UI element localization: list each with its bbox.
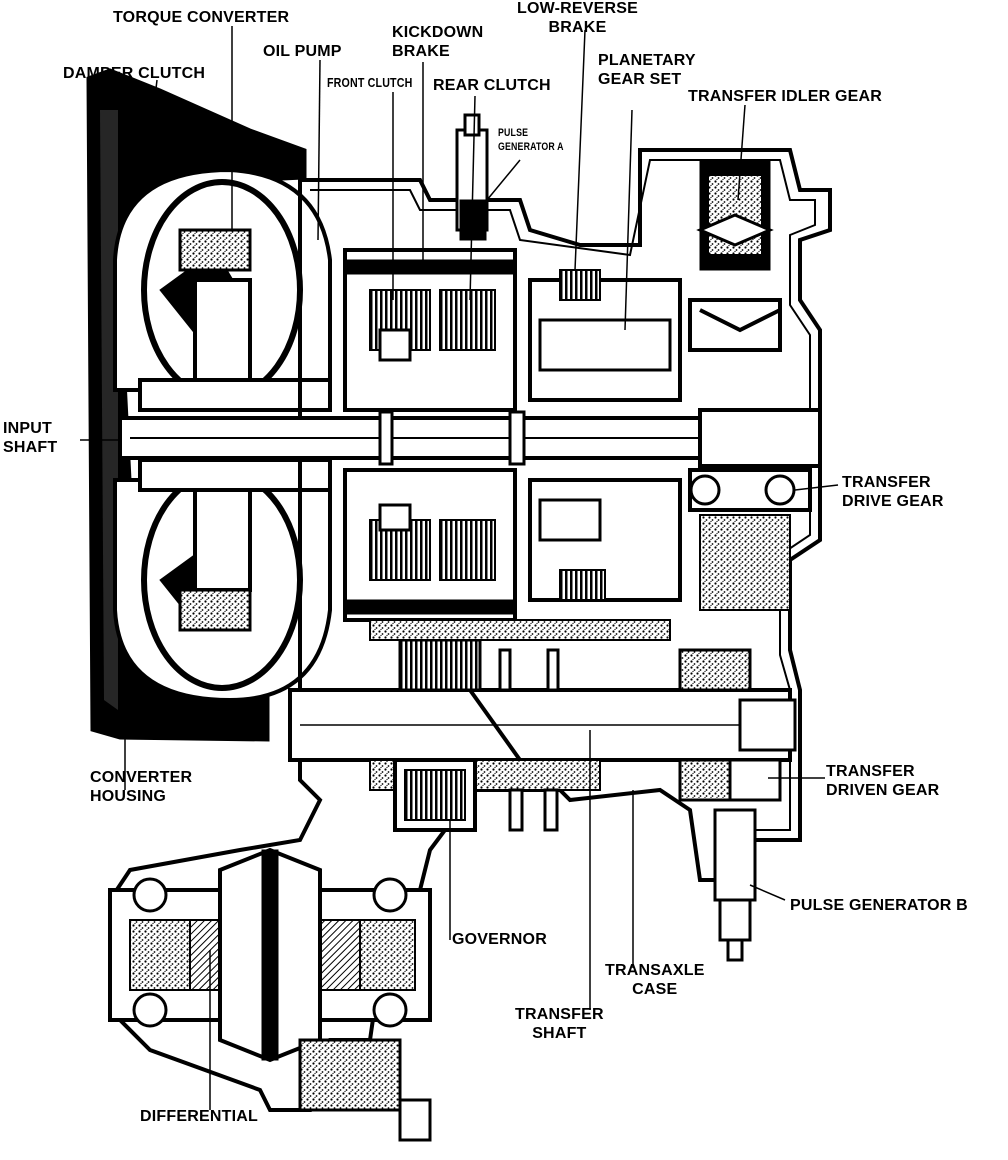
label-pulse-generator-b: PULSE GENERATOR B (790, 897, 968, 914)
label-differential: DIFFERENTIAL (140, 1108, 258, 1125)
pulse-generator-b (713, 808, 757, 962)
governor (393, 758, 559, 832)
label-front-clutch: FRONT CLUTCH (327, 75, 413, 90)
label-planetary-gear-set: PLANETARY GEAR SET (598, 52, 696, 88)
label-input-shaft: INPUT SHAFT (3, 420, 58, 456)
label-low-reverse-brake: LOW-REVERSE BRAKE (517, 0, 638, 36)
label-torque-converter: TORQUE CONVERTER (113, 9, 290, 26)
label-damper-clutch: DAMPER CLUTCH (63, 65, 206, 82)
label-kickdown-brake: KICKDOWN BRAKE (392, 24, 484, 60)
label-converter-housing: CONVERTER HOUSING (90, 769, 193, 805)
label-transfer-idler-gear: TRANSFER IDLER GEAR (688, 88, 883, 105)
planetary-gear-set (528, 269, 682, 602)
label-transfer-drive-gear: TRANSFER DRIVE GEAR (842, 474, 944, 510)
differential (108, 847, 432, 1142)
leader-lines (80, 26, 839, 1110)
label-oil-pump: OIL PUMP (263, 43, 342, 60)
label-pulse-generator-a: PULSE GENERATOR A (498, 127, 564, 153)
input-shaft (118, 408, 822, 468)
label-transfer-driven-gear: TRANSFER DRIVEN GEAR (826, 763, 940, 799)
label-governor: GOVERNOR (452, 931, 547, 948)
label-rear-clutch: REAR CLUTCH (433, 77, 551, 94)
transfer-idler-gear (688, 159, 782, 352)
transfer-shaft (288, 619, 797, 791)
label-transfer-shaft: TRANSFER SHAFT (515, 1006, 604, 1042)
transfer-drive-gear (688, 468, 812, 611)
transfer-driven-gear (678, 648, 782, 802)
label-transaxle-case: TRANSAXLE CASE (605, 962, 705, 998)
